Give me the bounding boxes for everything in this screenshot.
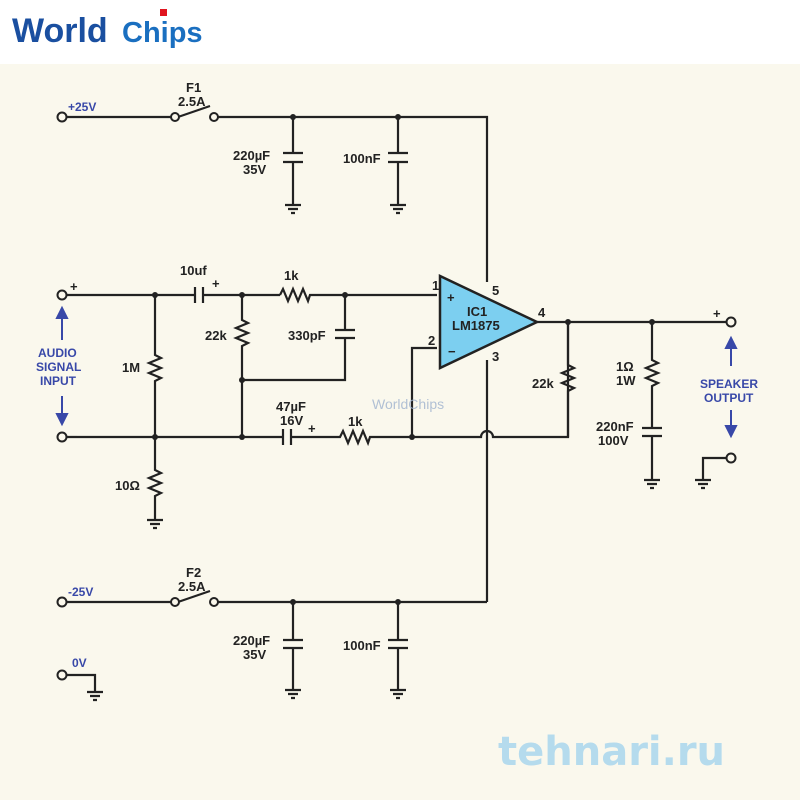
svg-text:10Ω: 10Ω — [115, 478, 140, 493]
svg-text:5: 5 — [492, 283, 499, 298]
svg-text:+: + — [70, 279, 78, 294]
svg-text:World: World — [12, 12, 108, 50]
svg-text:3: 3 — [492, 349, 499, 364]
svg-text:IC1: IC1 — [467, 304, 487, 319]
svg-text:2.5A: 2.5A — [178, 579, 206, 594]
svg-text:10uf: 10uf — [180, 263, 207, 278]
tehnari-watermark: tehnari.ru — [498, 729, 725, 775]
svg-text:1k: 1k — [284, 268, 299, 283]
paper-background — [0, 64, 800, 800]
svg-text:1Ω: 1Ω — [616, 359, 634, 374]
positive-supply: +25V F1 2.5A 220µF 35V 100nF — [56, 80, 489, 282]
svg-text:4: 4 — [538, 305, 546, 320]
svg-text:1M: 1M — [122, 360, 140, 375]
svg-text:+: + — [713, 306, 721, 321]
svg-text:+: + — [447, 290, 455, 305]
input-section: + 10uf + 1k 1M 22k 330pF − 47µF 16V + 1k… — [36, 263, 570, 530]
svg-text:F2: F2 — [186, 565, 201, 580]
svg-text:SPEAKER: SPEAKER — [700, 377, 758, 391]
svg-text:OUTPUT: OUTPUT — [704, 391, 754, 405]
svg-text:+25V: +25V — [68, 100, 96, 114]
svg-text:INPUT: INPUT — [40, 374, 77, 388]
svg-text:F1: F1 — [186, 80, 201, 95]
svg-text:1: 1 — [432, 278, 439, 293]
svg-text:AUDIO: AUDIO — [38, 346, 77, 360]
svg-text:220nF: 220nF — [596, 419, 634, 434]
svg-text:+: + — [212, 276, 220, 291]
worldchips-logo: World Chips — [12, 9, 203, 50]
svg-text:22k: 22k — [205, 328, 227, 343]
negative-supply: -25V F2 2.5A 220µF 35V 100nF 0V — [56, 565, 487, 702]
svg-text:-25V: -25V — [68, 585, 93, 599]
svg-text:100nF: 100nF — [343, 151, 381, 166]
svg-text:−: − — [448, 344, 456, 359]
svg-text:LM1875: LM1875 — [452, 318, 500, 333]
svg-text:22k: 22k — [532, 376, 554, 391]
svg-text:35V: 35V — [243, 647, 266, 662]
svg-text:330pF: 330pF — [288, 328, 326, 343]
svg-text:16V: 16V — [280, 413, 303, 428]
svg-text:2: 2 — [428, 333, 435, 348]
svg-text:0V: 0V — [72, 656, 87, 670]
svg-text:1k: 1k — [348, 414, 363, 429]
svg-text:35V: 35V — [243, 162, 266, 177]
svg-text:100nF: 100nF — [343, 638, 381, 653]
svg-text:220µF: 220µF — [233, 148, 270, 163]
center-watermark: WorldChips — [372, 396, 444, 412]
svg-text:47µF: 47µF — [276, 399, 306, 414]
svg-text:1W: 1W — [616, 373, 636, 388]
svg-text:−: − — [70, 429, 78, 444]
svg-text:SIGNAL: SIGNAL — [36, 360, 81, 374]
svg-text:220µF: 220µF — [233, 633, 270, 648]
svg-text:Chips: Chips — [122, 17, 203, 49]
svg-text:2.5A: 2.5A — [178, 94, 206, 109]
svg-text:+: + — [308, 421, 316, 436]
ic1-lm1875: + − IC1 LM1875 1 2 3 4 5 — [428, 274, 546, 602]
output-section: 22k 1Ω 1W 220nF 100V + SPEAKER OUTPUT — [532, 306, 758, 490]
svg-text:100V: 100V — [598, 433, 629, 448]
